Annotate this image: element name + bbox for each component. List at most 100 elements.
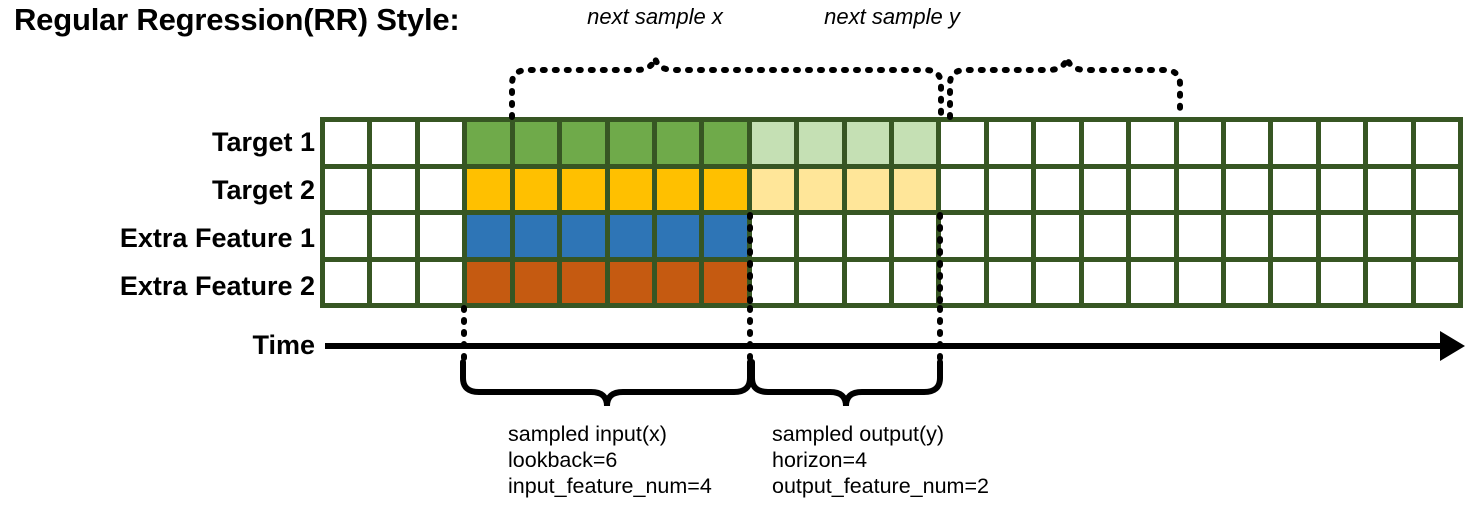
row-label-target-1: Target 1 xyxy=(211,127,315,157)
top-brace-next-sample-x xyxy=(509,57,944,120)
grid-cell xyxy=(1273,215,1316,257)
grid-cell xyxy=(1036,261,1079,303)
grid-cell xyxy=(846,168,890,210)
grid-cell xyxy=(514,122,558,164)
sampled-output-line-1: sampled output(y) xyxy=(772,422,945,446)
grid-cell xyxy=(988,122,1032,164)
sampled-input-line-1: sampled input(x) xyxy=(508,422,667,446)
grid-cell xyxy=(372,168,415,210)
page-title: Regular Regression(RR) Style: xyxy=(14,2,460,37)
grid-cell xyxy=(1178,261,1222,303)
grid-cell xyxy=(704,168,747,210)
grid-cell xyxy=(467,261,510,303)
annotation-sampled-output: sampled output(y) horizon=4 output_featu… xyxy=(772,421,989,499)
sampled-input-line-2: lookback=6 xyxy=(508,448,618,472)
grid-cell xyxy=(1226,261,1269,303)
grid-cell xyxy=(1415,261,1459,303)
grid-cell xyxy=(1368,215,1411,257)
grid-cell xyxy=(894,122,937,164)
grid-cell xyxy=(419,215,463,257)
grid-cell xyxy=(467,215,510,257)
grid-cell xyxy=(609,215,652,257)
grid-cell xyxy=(751,215,795,257)
grid-cell xyxy=(609,168,652,210)
row-label-extra-feature-1: Extra Feature 1 xyxy=(119,223,315,253)
grid-cell xyxy=(894,168,937,210)
grid-cell xyxy=(751,122,795,164)
grid-cell xyxy=(372,261,415,303)
grid-row-target-2 xyxy=(325,168,1459,210)
grid-cell xyxy=(1320,215,1364,257)
sampled-output-line-3: output_feature_num=2 xyxy=(772,474,989,498)
grid-cell xyxy=(372,215,415,257)
grid-cell xyxy=(467,168,510,210)
grid-row-extra-feature-1 xyxy=(325,215,1459,257)
grid-cell xyxy=(988,168,1032,210)
grid-cell xyxy=(1036,168,1079,210)
grid-cell xyxy=(751,261,795,303)
grid-cell xyxy=(514,168,558,210)
grid-cell xyxy=(1368,261,1411,303)
grid-cell xyxy=(1226,215,1269,257)
grid-cell xyxy=(656,261,700,303)
grid-cell xyxy=(562,261,605,303)
grid-cell xyxy=(1131,215,1174,257)
grid-cell xyxy=(1083,215,1127,257)
grid-cell xyxy=(1036,215,1079,257)
grid-cell xyxy=(1083,168,1127,210)
grid-cell xyxy=(941,168,984,210)
grid-cell xyxy=(941,122,984,164)
grid-cell xyxy=(656,215,700,257)
grid-cell xyxy=(894,215,937,257)
grid-cell xyxy=(704,261,747,303)
grid-cell xyxy=(1226,168,1269,210)
grid-cell xyxy=(1036,122,1079,164)
grid-cell xyxy=(562,168,605,210)
grid-cell xyxy=(1083,122,1127,164)
grid-cell xyxy=(562,122,605,164)
grid-cell xyxy=(894,261,937,303)
grid-cell xyxy=(325,168,368,210)
grid-cell xyxy=(1368,168,1411,210)
grid-cell xyxy=(1273,168,1316,210)
grid-cell xyxy=(325,215,368,257)
grid-cell xyxy=(1368,122,1411,164)
grid-cell xyxy=(372,122,415,164)
grid-cell xyxy=(846,261,890,303)
grid-cell xyxy=(467,122,510,164)
grid-cell xyxy=(514,215,558,257)
row-label-extra-feature-2: Extra Feature 2 xyxy=(119,271,315,301)
grid-cell xyxy=(1131,261,1174,303)
grid-cell xyxy=(419,261,463,303)
grid-cell xyxy=(325,122,368,164)
bottom-brace-sampled-input xyxy=(460,359,753,407)
grid-cell xyxy=(656,122,700,164)
timeseries-grid xyxy=(320,117,1463,308)
time-axis-label: Time xyxy=(252,330,315,360)
grid-cell xyxy=(799,215,842,257)
grid-cell xyxy=(514,261,558,303)
row-label-target-2: Target 2 xyxy=(211,175,315,205)
grid-cell xyxy=(1178,122,1222,164)
grid-cell xyxy=(704,215,747,257)
grid-cell xyxy=(704,122,747,164)
time-axis-line xyxy=(325,343,1443,349)
grid-cell xyxy=(1178,168,1222,210)
grid-cell xyxy=(325,261,368,303)
grid-cell xyxy=(988,261,1032,303)
grid-cell xyxy=(941,261,984,303)
grid-cell xyxy=(419,122,463,164)
grid-cell xyxy=(1083,261,1127,303)
grid-cell xyxy=(846,215,890,257)
grid-cell xyxy=(1273,122,1316,164)
grid-cell xyxy=(609,122,652,164)
grid-cell xyxy=(419,168,463,210)
grid-cell xyxy=(1415,122,1459,164)
grid-cell xyxy=(799,261,842,303)
grid-cell xyxy=(1415,215,1459,257)
grid-cell xyxy=(562,215,605,257)
sampled-input-line-3: input_feature_num=4 xyxy=(508,474,712,498)
grid-cell xyxy=(1415,168,1459,210)
grid-cell xyxy=(799,168,842,210)
grid-cell xyxy=(1226,122,1269,164)
